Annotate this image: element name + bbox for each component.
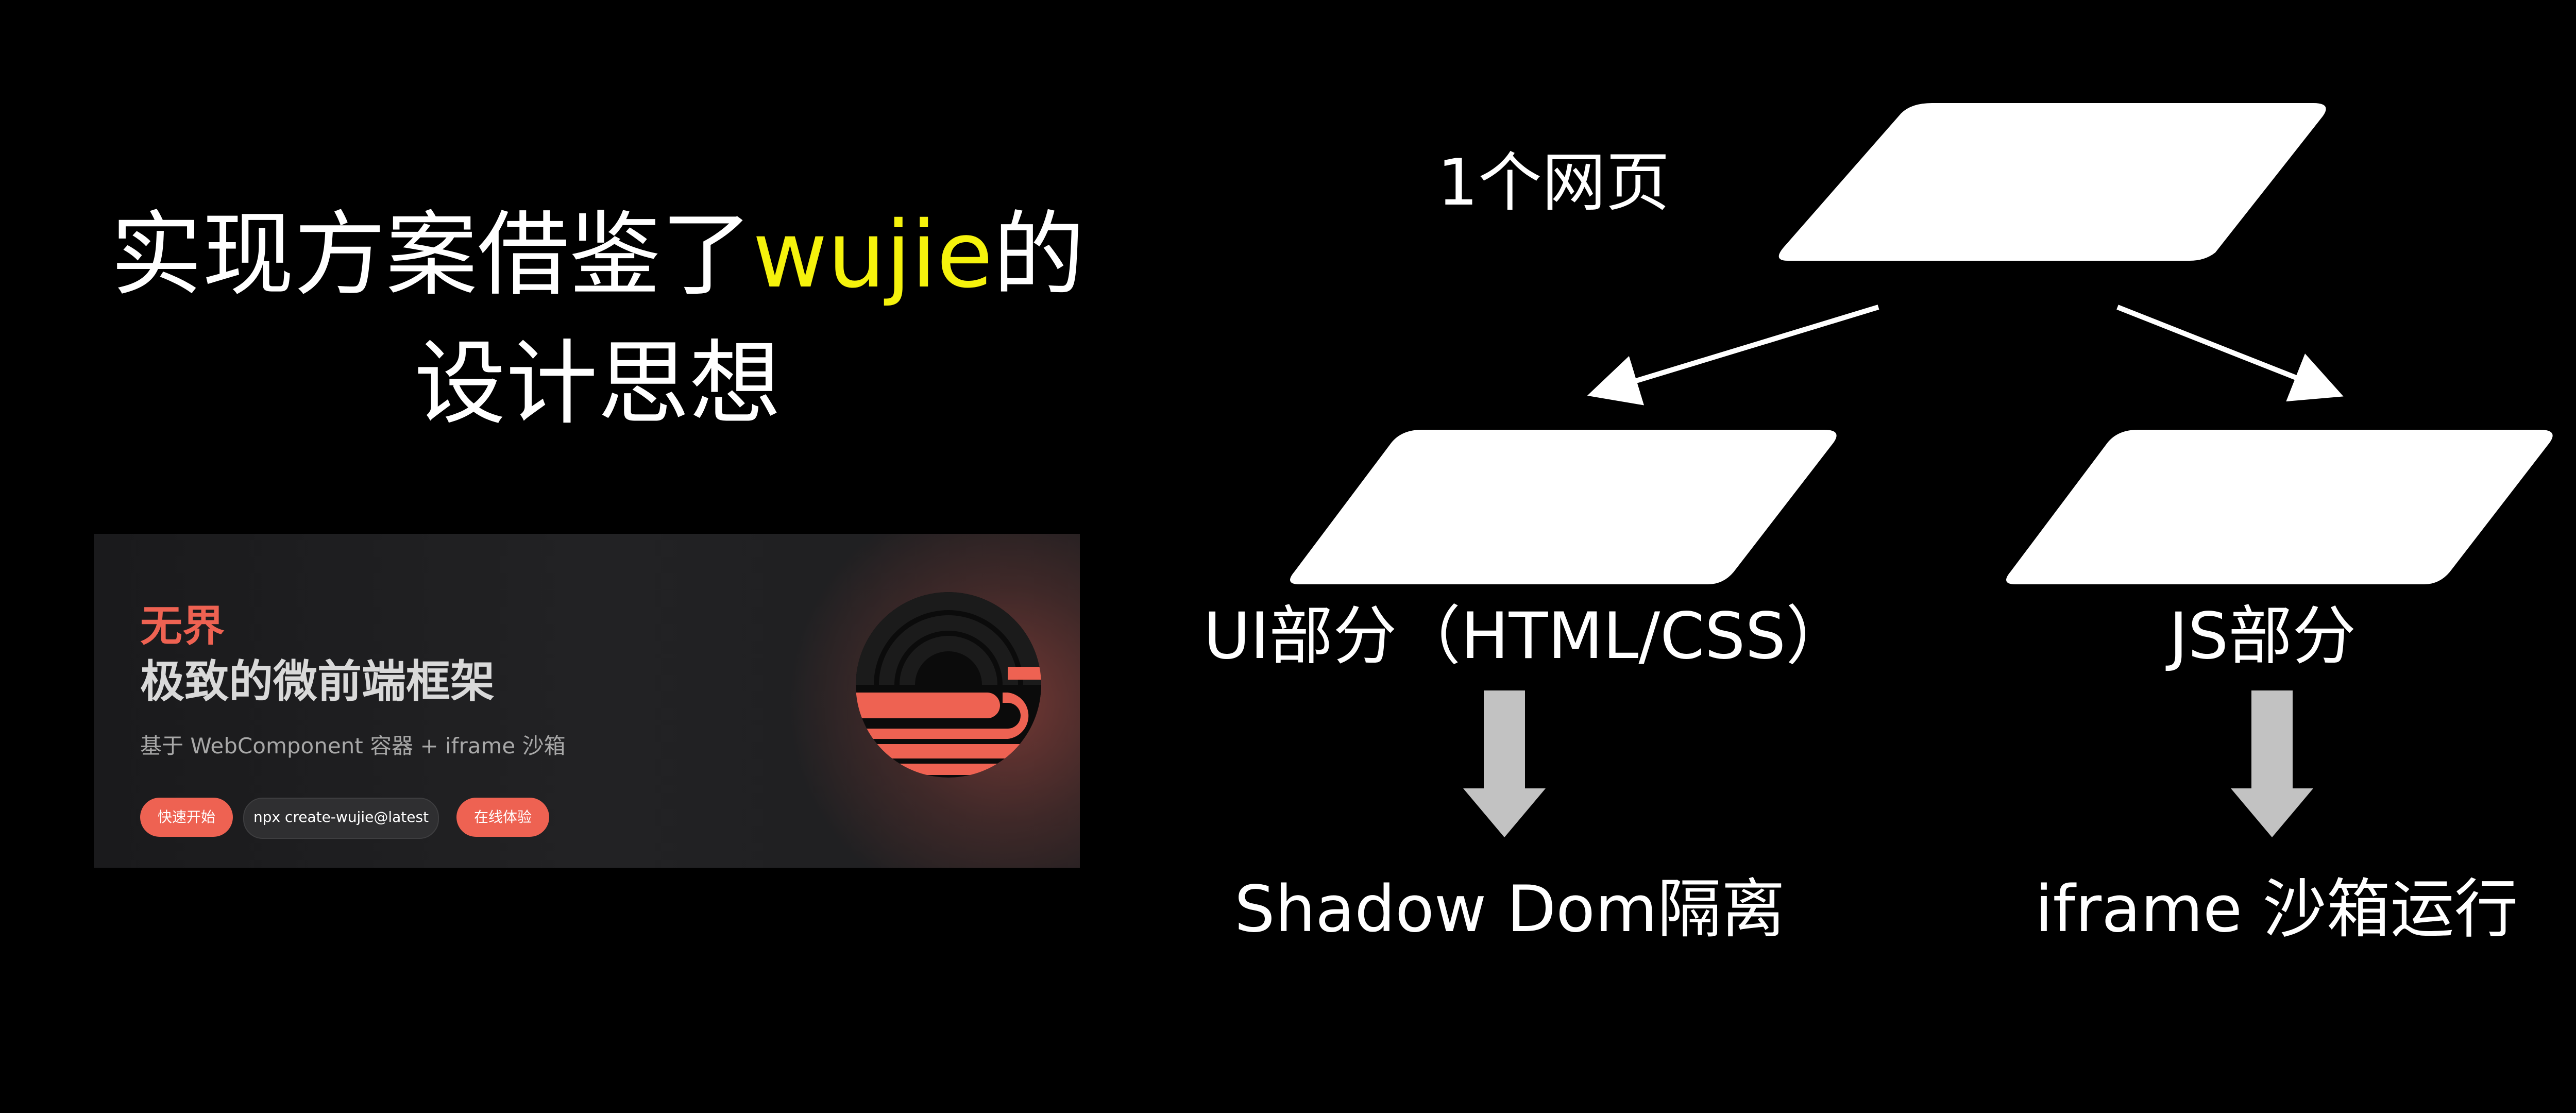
wujie-logo-icon xyxy=(853,589,1044,780)
ui-part-shape xyxy=(1290,430,1837,584)
online-demo-button[interactable]: 在线体验 xyxy=(456,798,549,837)
headline-prefix: 实现方案借鉴了 xyxy=(110,201,753,308)
page-shape xyxy=(1778,103,2326,261)
npx-command-button[interactable]: npx create-wujie@latest xyxy=(243,798,439,839)
js-part-label: JS部分 xyxy=(2169,599,2357,673)
iframe-sandbox-label: iframe 沙箱运行 xyxy=(2035,872,2518,947)
ui-part-label: UI部分（HTML/CSS） xyxy=(1204,599,1850,673)
headline-suffix: 的 xyxy=(993,201,1085,308)
headline: 实现方案借鉴了wujie的 设计思想 xyxy=(93,191,1103,448)
js-part-shape xyxy=(2006,430,2553,584)
shadow-dom-label: Shadow Dom隔离 xyxy=(1234,872,1785,947)
banner-subline: 基于 WebComponent 容器 + iframe 沙箱 xyxy=(140,733,566,758)
quick-start-button[interactable]: 快速开始 xyxy=(140,798,233,837)
headline-line-1: 实现方案借鉴了wujie的 xyxy=(93,191,1103,319)
down-arrow-ui xyxy=(1463,690,1546,837)
arrow-to-ui xyxy=(1587,305,1879,406)
banner-brand: 无界 xyxy=(140,602,225,651)
headline-highlight: wujie xyxy=(752,201,993,308)
page-label: 1个网页 xyxy=(1437,146,1670,220)
down-arrow-js xyxy=(2231,690,2313,837)
banner-tagline: 极致的微前端框架 xyxy=(140,656,495,707)
arrow-to-js xyxy=(2116,305,2344,402)
wujie-banner: 无界 极致的微前端框架 基于 WebComponent 容器 + iframe … xyxy=(94,534,1080,868)
wujie-logo-svg xyxy=(856,592,1041,778)
headline-line-2: 设计思想 xyxy=(414,330,781,437)
